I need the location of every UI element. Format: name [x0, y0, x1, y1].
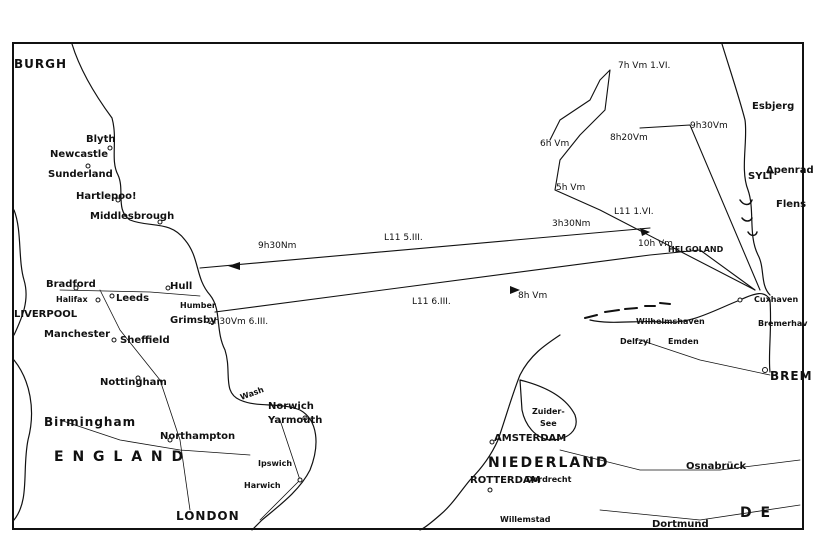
- label-middlesbrough: Middlesbrough: [90, 211, 175, 222]
- city-dot: [85, 163, 91, 169]
- route-l11-june1: [549, 69, 756, 291]
- frisian-islands: [584, 302, 671, 319]
- label-yarmouth: Yarmouth: [268, 415, 323, 426]
- arrowhead-march5: [228, 262, 240, 270]
- label-route-june1: L11 1.VI.: [614, 207, 654, 217]
- label-time-8vm: 8h Vm: [518, 291, 548, 301]
- wales-coast: [13, 359, 33, 521]
- city-dot: [165, 285, 171, 291]
- zuiderzee: [519, 379, 577, 441]
- label-northampton: Northampton: [160, 431, 236, 442]
- city-dot: [107, 145, 113, 151]
- label-time-5vm: 5h Vm: [556, 183, 586, 193]
- label-emden: Emden: [668, 337, 699, 346]
- label-dortmund: Dortmund: [652, 519, 709, 530]
- label-osnabruck: Osnabrück: [686, 461, 747, 472]
- label-ipswich: Ipswich: [258, 459, 293, 468]
- label-hartlepool: Hartlepoo!: [76, 191, 137, 202]
- label-route-march6: L11 6.III.: [412, 297, 451, 307]
- label-humber: Humber: [180, 301, 216, 310]
- label-birmingham: Birmingham: [44, 415, 137, 429]
- label-apenrade: Apenrad: [766, 165, 814, 176]
- label-bremen: BREM: [770, 369, 813, 383]
- label-niederland: NIEDERLAND: [488, 455, 610, 471]
- city-dot: [111, 337, 117, 343]
- label-time-10vm: 10h Vm: [638, 239, 673, 249]
- label-time-7vm: 7h Vm 1.VI.: [618, 61, 671, 71]
- label-bradford: Bradford: [46, 279, 96, 290]
- label-dordrecht: Dordrecht: [526, 475, 572, 484]
- label-blyth: Blyth: [86, 134, 116, 145]
- label-london: LONDON: [176, 509, 240, 523]
- label-bremerhaven: Bremerhav: [758, 319, 808, 328]
- label-delfzyl: Delfzyl: [620, 337, 651, 346]
- label-helgoland: HELGOLAND: [668, 245, 724, 254]
- route-l11-march6: [214, 249, 756, 313]
- label-grimsby: Grimsby: [170, 315, 217, 326]
- label-leeds: Leeds: [116, 293, 150, 304]
- england-west-coast: [13, 209, 27, 336]
- arrowhead-june1: [640, 228, 650, 236]
- city-dot: [487, 487, 493, 493]
- label-de: D E: [740, 505, 773, 521]
- label-sunderland: Sunderland: [48, 169, 113, 180]
- label-sheffield: Sheffield: [120, 335, 170, 346]
- city-dot: [302, 415, 308, 421]
- label-england: E N G L A N D: [54, 449, 186, 465]
- label-wilhelmshaven: Wilhelmshaven: [636, 317, 705, 326]
- city-dot: [135, 375, 141, 381]
- label-time-330nm: 3h30Nm: [552, 219, 591, 229]
- city-dot: [762, 367, 768, 373]
- route-north-leg: [639, 124, 761, 291]
- label-newcastle: Newcastle: [50, 149, 109, 160]
- danish-coastline: [721, 43, 771, 296]
- label-norwich: Norwich: [268, 401, 314, 412]
- label-manchester: Manchester: [44, 329, 111, 340]
- city-dot: [489, 439, 495, 445]
- label-zuidersee-2: See: [540, 419, 557, 428]
- label-zuidersee: Zuider-: [532, 407, 565, 416]
- label-rotterdam: ROTTERDAM: [470, 475, 541, 486]
- city-dot: [297, 477, 303, 483]
- city-dot: [73, 285, 79, 291]
- city-dot: [737, 297, 743, 303]
- label-time-930nm: 9h30Nm: [258, 241, 297, 251]
- label-edinburgh: BURGH: [14, 57, 68, 71]
- england-coastline: [71, 43, 317, 531]
- label-time-230vm: 2h30Vm 6.III.: [208, 317, 269, 327]
- city-dot: [115, 197, 121, 203]
- label-hull: Hull: [170, 281, 193, 292]
- label-route-march5: L11 5.III.: [384, 233, 423, 243]
- label-nottingham: Nottingham: [100, 377, 167, 388]
- city-dot: [157, 219, 163, 225]
- label-amsterdam: AMSTERDAM: [494, 433, 567, 444]
- label-time-930vm: 9h30Vm: [690, 121, 728, 131]
- label-sylt: SYLT: [748, 171, 774, 182]
- label-halifax: Halifax: [56, 295, 88, 304]
- danish-islands: [739, 199, 758, 237]
- label-esbjerg: Esbjerg: [752, 101, 795, 112]
- label-liverpool: LIVERPOOL: [14, 309, 78, 320]
- city-dot: [109, 293, 115, 299]
- label-cuxhaven: Cuxhaven: [754, 295, 799, 304]
- label-harwich: Harwich: [244, 481, 281, 490]
- label-willemstad: Willemstad: [500, 515, 551, 524]
- german-coastline: [589, 293, 772, 373]
- city-dot: [167, 437, 173, 443]
- label-time-6vm: 6h Vm: [540, 139, 570, 149]
- label-flensburg: Flens: [776, 199, 807, 210]
- label-time-820vm: 8h20Vm: [610, 133, 648, 143]
- route-l11-march5: [199, 227, 651, 269]
- city-dot: [95, 297, 101, 303]
- arrowhead-march6: [510, 286, 520, 294]
- netherlands-coastline: [419, 334, 561, 531]
